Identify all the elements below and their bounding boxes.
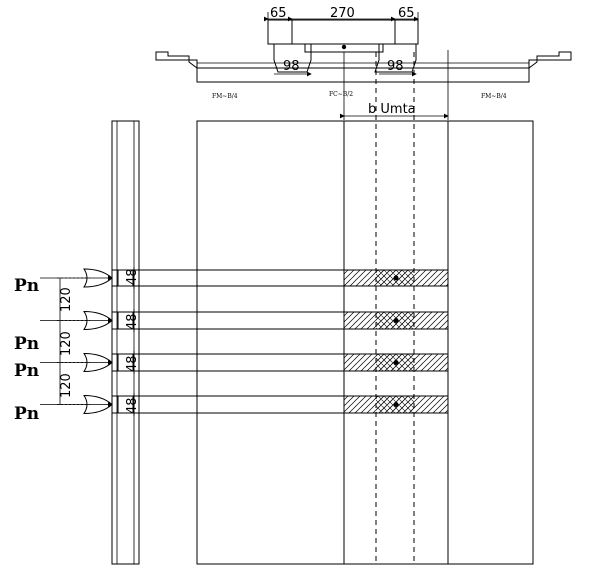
load-label-2: Pn bbox=[14, 334, 39, 354]
section-label-right: FM~B/4 bbox=[481, 93, 507, 100]
axle-spacing-3: 120 bbox=[59, 373, 74, 398]
load-point-1 bbox=[393, 275, 399, 281]
axle-spacing-1: 120 bbox=[59, 287, 74, 312]
load-point-2 bbox=[393, 318, 399, 323]
wheel-patch-2 bbox=[117, 311, 134, 330]
load-label-1: Pn bbox=[14, 276, 39, 296]
plan-view-outline bbox=[196, 52, 534, 565]
top-dimension-lines bbox=[264, 12, 419, 77]
load-point-4 bbox=[393, 402, 399, 407]
wheel-width-3: 48 bbox=[125, 355, 140, 372]
load-point-3 bbox=[393, 360, 399, 365]
wheel-width-4: 48 bbox=[125, 397, 140, 414]
deck-cross-section bbox=[155, 51, 572, 83]
wheel-patch-3 bbox=[117, 353, 134, 372]
width-dimension bbox=[340, 50, 449, 120]
wheel-width-1: 48 bbox=[125, 268, 140, 285]
wheel-patch-4 bbox=[117, 395, 134, 414]
load-label-4: Pn bbox=[14, 404, 39, 424]
wheel-patch-1 bbox=[117, 269, 134, 287]
wheel-load-bands bbox=[40, 267, 449, 416]
dim-right-overhang: 65 bbox=[398, 6, 415, 21]
dim-left-overhang: 65 bbox=[270, 6, 287, 21]
wheel-width-2: 48 bbox=[125, 313, 140, 330]
dim-track-gauge: 270 bbox=[330, 6, 355, 21]
width-label: b Umta bbox=[368, 102, 416, 117]
section-label-left: FM~B/4 bbox=[212, 93, 238, 100]
dim-left-wheel: 98 bbox=[283, 59, 300, 74]
dim-right-wheel: 98 bbox=[387, 59, 404, 74]
load-label-3: Pn bbox=[14, 361, 39, 381]
side-girder bbox=[111, 120, 140, 565]
section-label-center: FC~B/2 bbox=[329, 91, 353, 98]
axle-spacing-2: 120 bbox=[59, 331, 74, 356]
